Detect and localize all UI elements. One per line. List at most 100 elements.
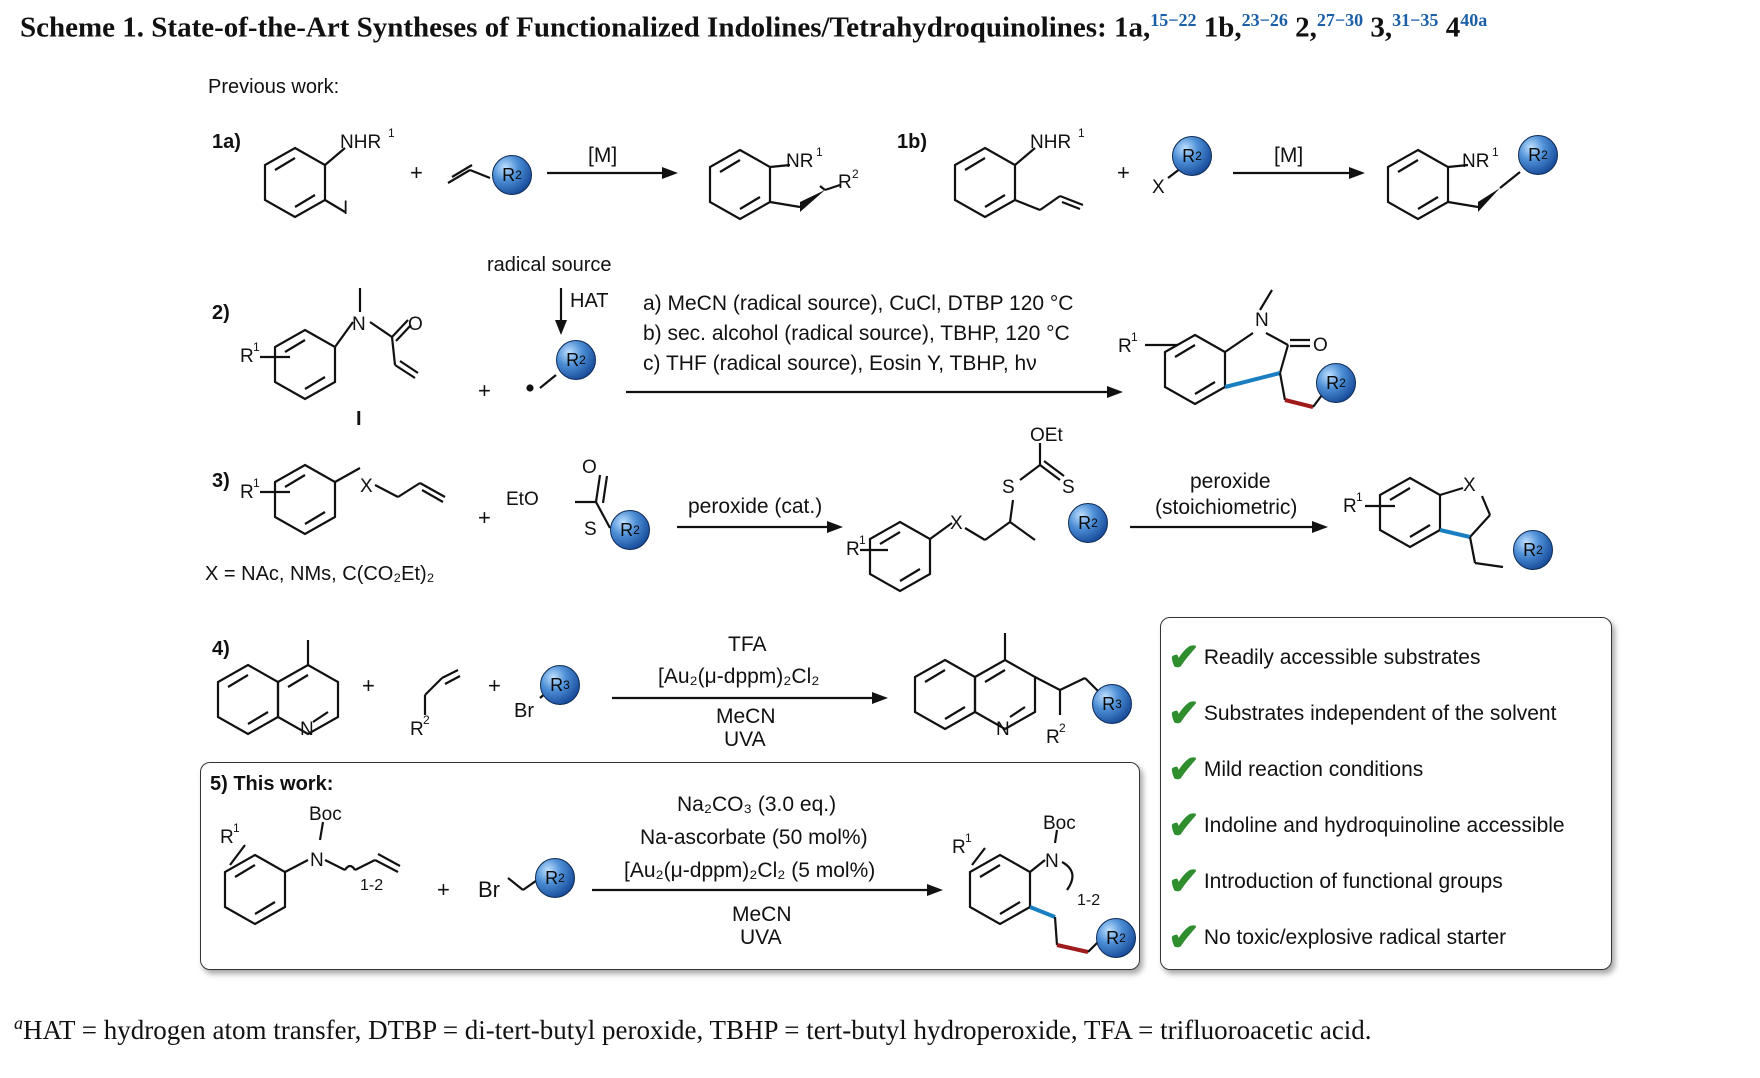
svg-text:S: S xyxy=(584,519,597,540)
svg-text:R: R xyxy=(240,346,254,367)
svg-text:1: 1 xyxy=(253,476,260,490)
svg-text:N: N xyxy=(1045,851,1059,872)
svg-text:NHR: NHR xyxy=(340,132,381,153)
plus-sign: + xyxy=(488,673,501,698)
bromide-label: Br xyxy=(478,877,500,902)
svg-text:S: S xyxy=(1062,477,1075,498)
advantage-item: ✔ Substrates independent of the solvent xyxy=(1168,693,1557,735)
ref-1b: 23−26 xyxy=(1241,10,1288,30)
advantage-item: ✔ Readily accessible substrates xyxy=(1168,637,1481,679)
ascorbate-label: Na-ascorbate (50 mol%) xyxy=(640,826,868,849)
step-1b-label: 1b) xyxy=(897,131,927,153)
ref-4: 40a xyxy=(1460,10,1488,30)
condition-2c: c) THF (radical source), Eosin Y, TBHP, … xyxy=(643,352,1037,375)
metal-catalyst-label: [M] xyxy=(588,144,618,167)
checkmark-icon: ✔ xyxy=(1168,805,1200,847)
plus-sign: + xyxy=(478,505,491,530)
svg-text:2: 2 xyxy=(852,167,859,181)
plus-sign: + xyxy=(362,673,375,698)
svg-text:N: N xyxy=(352,314,366,335)
peroxide-label: peroxide xyxy=(1190,470,1271,493)
svg-text:1: 1 xyxy=(233,821,240,835)
step-1a-label: 1a) xyxy=(212,131,241,153)
svg-text:1: 1 xyxy=(859,533,866,547)
advantages-list: ✔ Readily accessible substrates ✔ Substr… xyxy=(1168,630,1565,966)
mecn-label: MeCN xyxy=(716,705,776,728)
peroxide-cat-label: peroxide (cat.) xyxy=(688,495,823,518)
svg-text:R: R xyxy=(220,827,234,848)
svg-text:2: 2 xyxy=(1059,721,1066,735)
step-4-label: 4) xyxy=(212,638,230,660)
footnote-mark: a xyxy=(14,1013,23,1033)
step-3-label: 3) xyxy=(212,470,230,492)
svg-text:X: X xyxy=(950,513,963,534)
svg-text:1-2: 1-2 xyxy=(1077,892,1100,909)
hat-label: HAT xyxy=(570,290,609,312)
condition-2a: a) MeCN (radical source), CuCl, DTBP 120… xyxy=(643,292,1074,315)
svg-text:1: 1 xyxy=(965,831,972,845)
plus-sign: + xyxy=(478,378,491,403)
svg-text:R: R xyxy=(1343,496,1357,517)
svg-text:R: R xyxy=(1118,336,1132,357)
svg-text:I: I xyxy=(343,198,348,219)
tfa-label: TFA xyxy=(728,633,767,656)
condition-2b: b) sec. alcohol (radical source), TBHP, … xyxy=(643,322,1070,345)
checkmark-icon: ✔ xyxy=(1168,749,1200,791)
uva-label: UVA xyxy=(724,728,766,751)
mecn-label: MeCN xyxy=(732,903,792,926)
svg-text:N: N xyxy=(310,850,324,871)
step-5-label: 5) This work: xyxy=(210,773,334,795)
svg-text:N: N xyxy=(1255,310,1269,331)
svg-text:1: 1 xyxy=(1492,145,1499,159)
3-xanthate-molecule: EtO O S xyxy=(506,457,611,540)
svg-text:Boc: Boc xyxy=(309,804,342,825)
plus-sign: + xyxy=(437,877,450,902)
stoichiometric-label: (stoichiometric) xyxy=(1155,496,1298,519)
x-definition-label: X = NAc, NMs, C(CO₂Et)₂ xyxy=(205,563,435,585)
gold-catalyst-label: [Au₂(μ-dppm)₂Cl₂ xyxy=(658,665,820,688)
advantage-item: ✔ Indoline and hydroquinoline accessible xyxy=(1168,805,1565,847)
4-quinoline-molecule: N xyxy=(216,640,340,740)
previous-work-label: Previous work: xyxy=(208,76,340,98)
svg-text:Boc: Boc xyxy=(1043,813,1076,834)
svg-text:O: O xyxy=(582,457,597,478)
advantage-item: ✔ Introduction of functional groups xyxy=(1168,861,1503,903)
svg-text:1: 1 xyxy=(253,340,260,354)
checkmark-icon: ✔ xyxy=(1168,917,1200,959)
svg-text:EtO: EtO xyxy=(506,489,539,510)
this-work-box xyxy=(200,762,1140,970)
checkmark-icon: ✔ xyxy=(1168,637,1200,679)
footnote-text: HAT = hydrogen atom transfer, DTBP = di-… xyxy=(23,1015,1372,1045)
svg-text:NR: NR xyxy=(786,151,813,172)
compound-i-label: I xyxy=(356,408,362,430)
svg-text:R: R xyxy=(846,539,860,560)
svg-text:X: X xyxy=(1152,177,1165,198)
plus-sign: + xyxy=(1117,160,1130,185)
svg-text:N: N xyxy=(996,719,1010,740)
svg-text:X: X xyxy=(1463,475,1476,496)
svg-text:NR: NR xyxy=(1462,151,1489,172)
ref-3: 31−35 xyxy=(1392,10,1439,30)
step-2-label: 2) xyxy=(212,302,230,324)
checkmark-icon: ✔ xyxy=(1168,693,1200,735)
svg-text:R: R xyxy=(410,719,424,740)
